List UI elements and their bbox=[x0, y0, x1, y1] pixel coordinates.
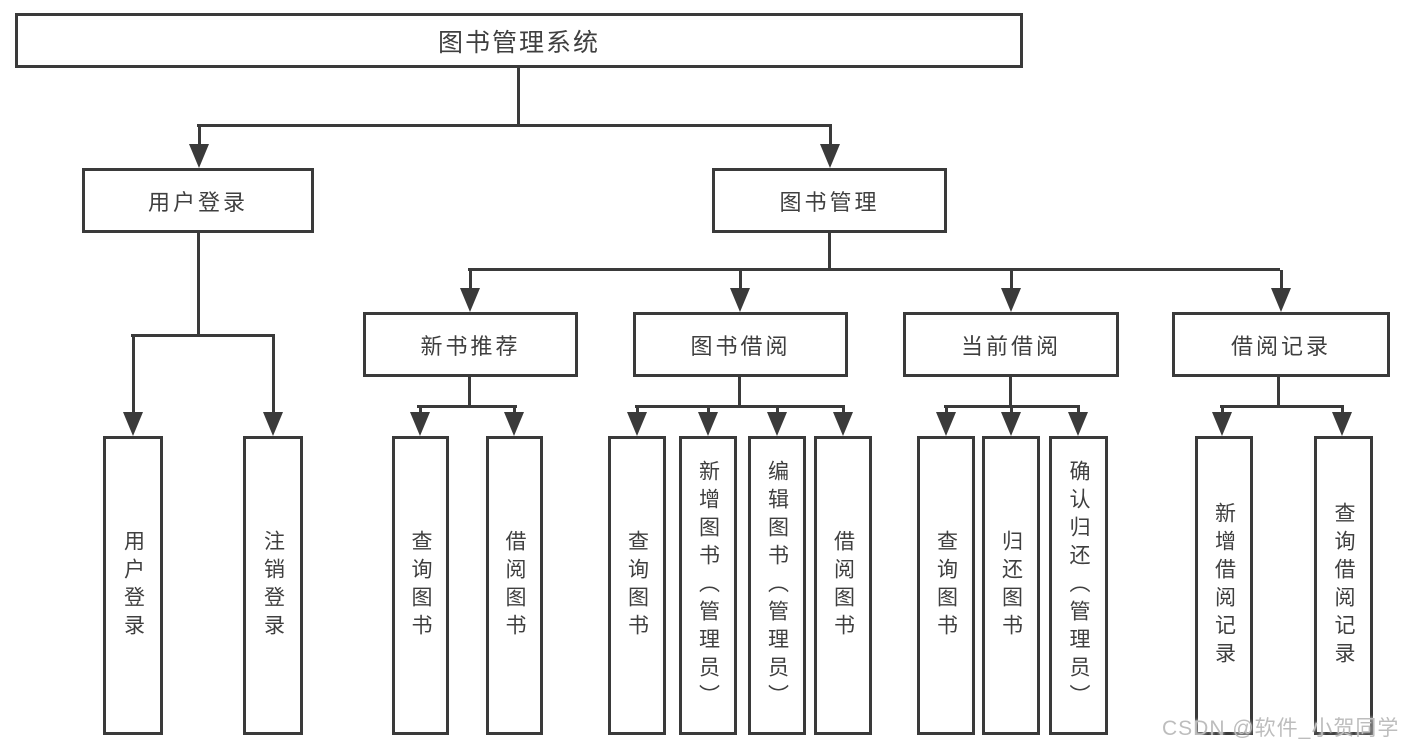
watermark: CSDN @软件_小贺同学 bbox=[1162, 717, 1400, 740]
arrow-down-icon bbox=[698, 407, 718, 436]
node-label: 确认归还（管理员） bbox=[1067, 459, 1090, 712]
leaf-user-login: 用户登录 bbox=[103, 436, 163, 735]
arrow-down-icon bbox=[627, 407, 647, 436]
node-root: 图书管理系统 bbox=[15, 13, 1023, 68]
arrow-down-icon bbox=[504, 407, 524, 436]
node-label: 借阅图书 bbox=[503, 529, 526, 642]
node-label: 图书管理 bbox=[779, 189, 880, 215]
leaf-borrow-edit-books-admin: 编辑图书（管理员） bbox=[748, 436, 806, 735]
connector-vline bbox=[468, 377, 471, 407]
connector-vline bbox=[517, 68, 520, 126]
node-borrow-records: 借阅记录 bbox=[1172, 312, 1390, 377]
leaf-newrec-query-books: 查询图书 bbox=[392, 436, 449, 735]
node-book-management: 图书管理 bbox=[712, 168, 947, 233]
connector-vline bbox=[1277, 377, 1280, 407]
connector-vline bbox=[197, 232, 200, 336]
node-user-login: 用户登录 bbox=[82, 168, 314, 233]
node-book-borrow: 图书借阅 bbox=[633, 312, 848, 377]
connector-vline bbox=[1009, 377, 1012, 407]
leaf-logout: 注销登录 bbox=[243, 436, 303, 735]
node-label: 当前借阅 bbox=[960, 333, 1061, 359]
arrow-down-icon bbox=[263, 335, 283, 436]
arrow-down-icon bbox=[1001, 407, 1021, 436]
arrow-down-icon bbox=[1001, 270, 1021, 312]
connector-vline bbox=[738, 377, 741, 407]
arrow-down-icon bbox=[1271, 270, 1291, 312]
arrow-down-icon bbox=[189, 126, 209, 168]
arrow-down-icon bbox=[1212, 407, 1232, 436]
arrow-down-icon bbox=[820, 126, 840, 168]
node-label: 归还图书 bbox=[999, 529, 1023, 642]
node-label: 查询图书 bbox=[409, 529, 432, 642]
arrow-down-icon bbox=[833, 407, 853, 436]
leaf-current-return-books: 归还图书 bbox=[982, 436, 1040, 735]
leaf-newrec-borrow-books: 借阅图书 bbox=[486, 436, 543, 735]
arrow-down-icon bbox=[1332, 407, 1352, 436]
node-label: 新书推荐 bbox=[420, 333, 521, 359]
leaf-borrow-query-books: 查询图书 bbox=[608, 436, 666, 735]
node-label: 新增借阅记录 bbox=[1212, 501, 1236, 670]
node-label: 借阅记录 bbox=[1230, 333, 1331, 359]
node-label: 新增图书（管理员） bbox=[696, 459, 720, 712]
connector-hline bbox=[468, 268, 1280, 271]
arrow-down-icon bbox=[410, 407, 430, 436]
arrow-down-icon bbox=[767, 407, 787, 436]
node-label: 图书管理系统 bbox=[437, 28, 600, 57]
leaf-records-add-record: 新增借阅记录 bbox=[1195, 436, 1253, 735]
node-new-book-recommend: 新书推荐 bbox=[363, 312, 578, 377]
arrow-down-icon bbox=[936, 407, 956, 436]
node-label: 注销登录 bbox=[261, 529, 285, 642]
leaf-current-confirm-return-admin: 确认归还（管理员） bbox=[1049, 436, 1108, 735]
node-current-borrow: 当前借阅 bbox=[903, 312, 1119, 377]
connector-hline bbox=[197, 124, 832, 127]
node-label: 查询借阅记录 bbox=[1332, 501, 1355, 670]
connector-hline bbox=[1220, 405, 1344, 408]
node-label: 编辑图书（管理员） bbox=[765, 459, 789, 712]
arrow-down-icon bbox=[730, 270, 750, 312]
leaf-current-query-books: 查询图书 bbox=[917, 436, 975, 735]
leaf-borrow-borrow-books: 借阅图书 bbox=[814, 436, 872, 735]
arrow-down-icon bbox=[460, 270, 480, 312]
node-label: 用户登录 bbox=[147, 189, 248, 215]
connector-vline bbox=[828, 233, 831, 271]
arrow-down-icon bbox=[123, 335, 143, 436]
node-label: 用户登录 bbox=[121, 529, 145, 642]
connector-hline bbox=[417, 405, 517, 408]
node-label: 查询图书 bbox=[934, 529, 958, 642]
leaf-borrow-add-books-admin: 新增图书（管理员） bbox=[679, 436, 737, 735]
node-label: 查询图书 bbox=[625, 529, 649, 642]
node-label: 图书借阅 bbox=[690, 333, 791, 359]
connector-hline bbox=[635, 405, 845, 408]
node-label: 借阅图书 bbox=[831, 529, 855, 642]
arrow-down-icon bbox=[1068, 407, 1088, 436]
connector-hline bbox=[131, 334, 275, 337]
connector-hline bbox=[944, 405, 1080, 408]
leaf-records-query-record: 查询借阅记录 bbox=[1314, 436, 1373, 735]
